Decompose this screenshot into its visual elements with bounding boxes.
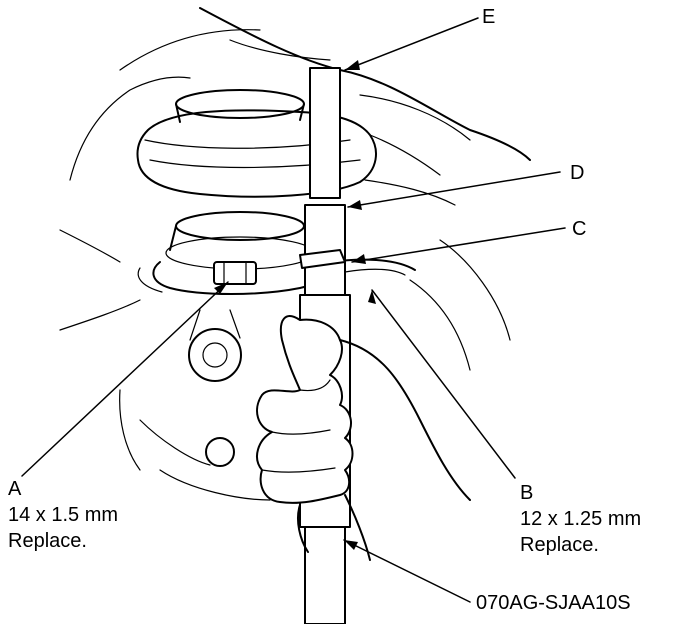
figure-code: 070AG-SJAA10S (476, 592, 631, 614)
callout-a-note: Replace. (8, 530, 87, 552)
leader-d (347, 171, 561, 208)
leader-code (343, 539, 471, 603)
lower-suspension (59, 229, 511, 501)
callout-e-label: E (482, 6, 496, 28)
callout-b-size: 12 x 1.25 mm (520, 508, 642, 530)
callout-c-label: C (572, 218, 587, 240)
leader-lines (21, 17, 566, 603)
callout-a-size: 14 x 1.5 mm (8, 504, 119, 526)
body-panel (69, 7, 531, 181)
hand (256, 315, 471, 561)
callout-d-label: D (570, 162, 585, 184)
wrench-b (299, 249, 346, 269)
callout-a-label: A (8, 478, 22, 500)
leader-b (371, 289, 516, 479)
callout-b-note: Replace. (520, 534, 599, 556)
arrowheads (214, 60, 376, 550)
callout-b-label: B (520, 482, 534, 504)
nut-a (213, 261, 257, 285)
leader-a (21, 281, 229, 477)
leader-c (351, 227, 566, 263)
spring-seat (137, 211, 416, 295)
upper-mount (136, 89, 456, 206)
leader-e (344, 17, 479, 71)
